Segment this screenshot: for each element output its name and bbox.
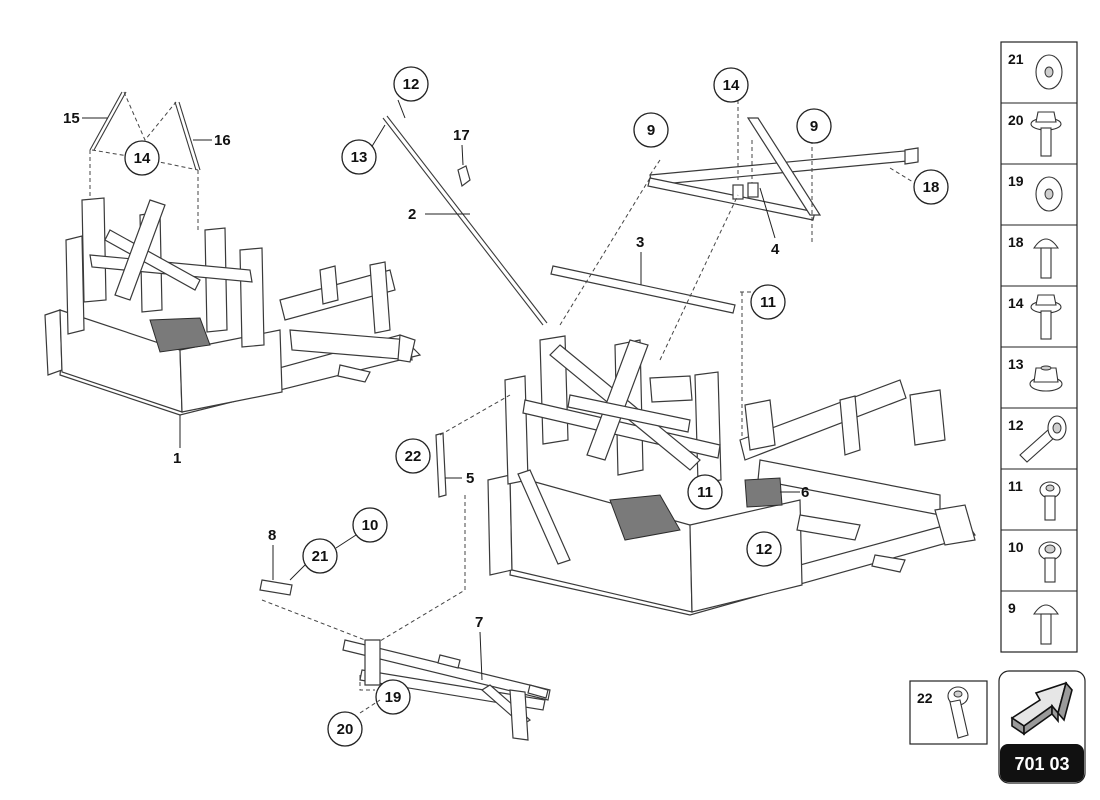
svg-text:11: 11 [697,484,713,501]
callout-12-mid[interactable]: 12 [746,531,782,567]
svg-text:12: 12 [1008,417,1024,433]
collar-screw-icon [1038,541,1062,583]
label-5: 5 [466,470,474,487]
legend-row-12[interactable]: 12 [1008,415,1067,463]
flange-bolt-icon [1030,294,1062,340]
legend-row-10[interactable]: 10 [1008,539,1062,583]
callout-11-mid[interactable]: 11 [687,474,723,510]
svg-text:13: 13 [351,149,368,166]
plate-8 [259,579,293,596]
svg-text:21: 21 [312,548,329,565]
svg-text:20: 20 [1008,112,1024,128]
label-7: 7 [475,614,483,631]
strut-16 [174,101,197,171]
clip-17 [457,165,471,188]
legend-row-13[interactable]: 13 [1008,356,1063,392]
callout-22[interactable]: 22 [395,438,431,474]
cross-brace-4 [647,117,919,221]
svg-text:9: 9 [810,118,818,135]
svg-text:12: 12 [403,76,420,93]
reference-box[interactable]: 701 03 [998,670,1086,784]
callout-14-right[interactable]: 14 [713,67,749,103]
legend-row-22[interactable]: 22 [909,680,988,745]
collar-screw-icon [1039,481,1061,521]
label-3: 3 [636,234,644,251]
strut-15 [89,91,123,151]
legend-row-14[interactable]: 14 [1008,294,1062,340]
svg-text:22: 22 [917,690,933,706]
svg-text:21: 21 [1008,51,1024,67]
legend-row-20[interactable]: 20 [1008,111,1062,157]
bracket-5 [435,432,447,498]
svg-text:13: 13 [1008,356,1024,372]
label-15: 15 [63,110,80,127]
label-8: 8 [268,527,276,544]
callout-10[interactable]: 10 [352,507,388,543]
washer-icon [1035,176,1063,212]
svg-text:19: 19 [1008,173,1024,189]
legend-row-18[interactable]: 18 [1008,234,1060,279]
label-2: 2 [408,206,416,223]
callout-13[interactable]: 13 [341,139,377,175]
svg-text:9: 9 [1008,600,1016,616]
callout-9-a[interactable]: 9 [633,112,669,148]
callout-19[interactable]: 19 [375,679,411,715]
svg-text:22: 22 [405,448,422,465]
callout-9-b[interactable]: 9 [796,108,832,144]
collar-screw-icon [947,686,969,739]
svg-text:14: 14 [1008,295,1024,311]
flange-bolt-icon [1030,111,1062,157]
frame-assembly-small [44,197,422,416]
callout-11-top[interactable]: 11 [750,284,786,320]
svg-text:11: 11 [1008,478,1023,494]
round-head-bolt-icon [1032,238,1060,279]
svg-text:12: 12 [756,541,773,558]
label-6: 6 [801,484,809,501]
svg-text:10: 10 [1008,539,1024,555]
subframe-7 [342,639,551,741]
long-rod-2 [382,117,544,326]
frame-assembly-main [487,335,976,616]
callout-12-top[interactable]: 12 [393,66,429,102]
callout-21[interactable]: 21 [302,538,338,574]
label-4: 4 [771,241,780,258]
svg-text:14: 14 [134,150,151,167]
label-1: 1 [173,450,181,467]
svg-text:14: 14 [723,77,740,94]
bar-3 [550,265,736,314]
svg-text:10: 10 [362,517,379,534]
label-16: 16 [214,132,231,149]
svg-text:18: 18 [1008,234,1024,250]
washer-icon [1035,54,1063,90]
fastener-legend: 21 20 19 18 [1000,41,1078,653]
callout-14-left[interactable]: 14 [124,140,160,176]
legend-row-9[interactable]: 9 [1008,600,1060,645]
svg-text:20: 20 [337,721,354,738]
reference-code: 701 03 [1014,754,1069,774]
legend-row-19[interactable]: 19 [1008,173,1063,212]
svg-text:19: 19 [385,689,402,706]
callout-18[interactable]: 18 [913,169,949,205]
legend-row-21[interactable]: 21 [1008,51,1063,90]
flange-nut-icon [1029,365,1063,392]
svg-text:18: 18 [923,179,940,196]
arrow-icon [1010,681,1073,736]
long-screw-icon [1019,415,1067,463]
round-head-bolt-icon [1032,604,1060,645]
svg-text:9: 9 [647,122,655,139]
callout-20[interactable]: 20 [327,711,363,747]
svg-text:11: 11 [760,294,776,311]
legend-row-11[interactable]: 11 [1008,478,1061,521]
label-17: 17 [453,127,470,144]
